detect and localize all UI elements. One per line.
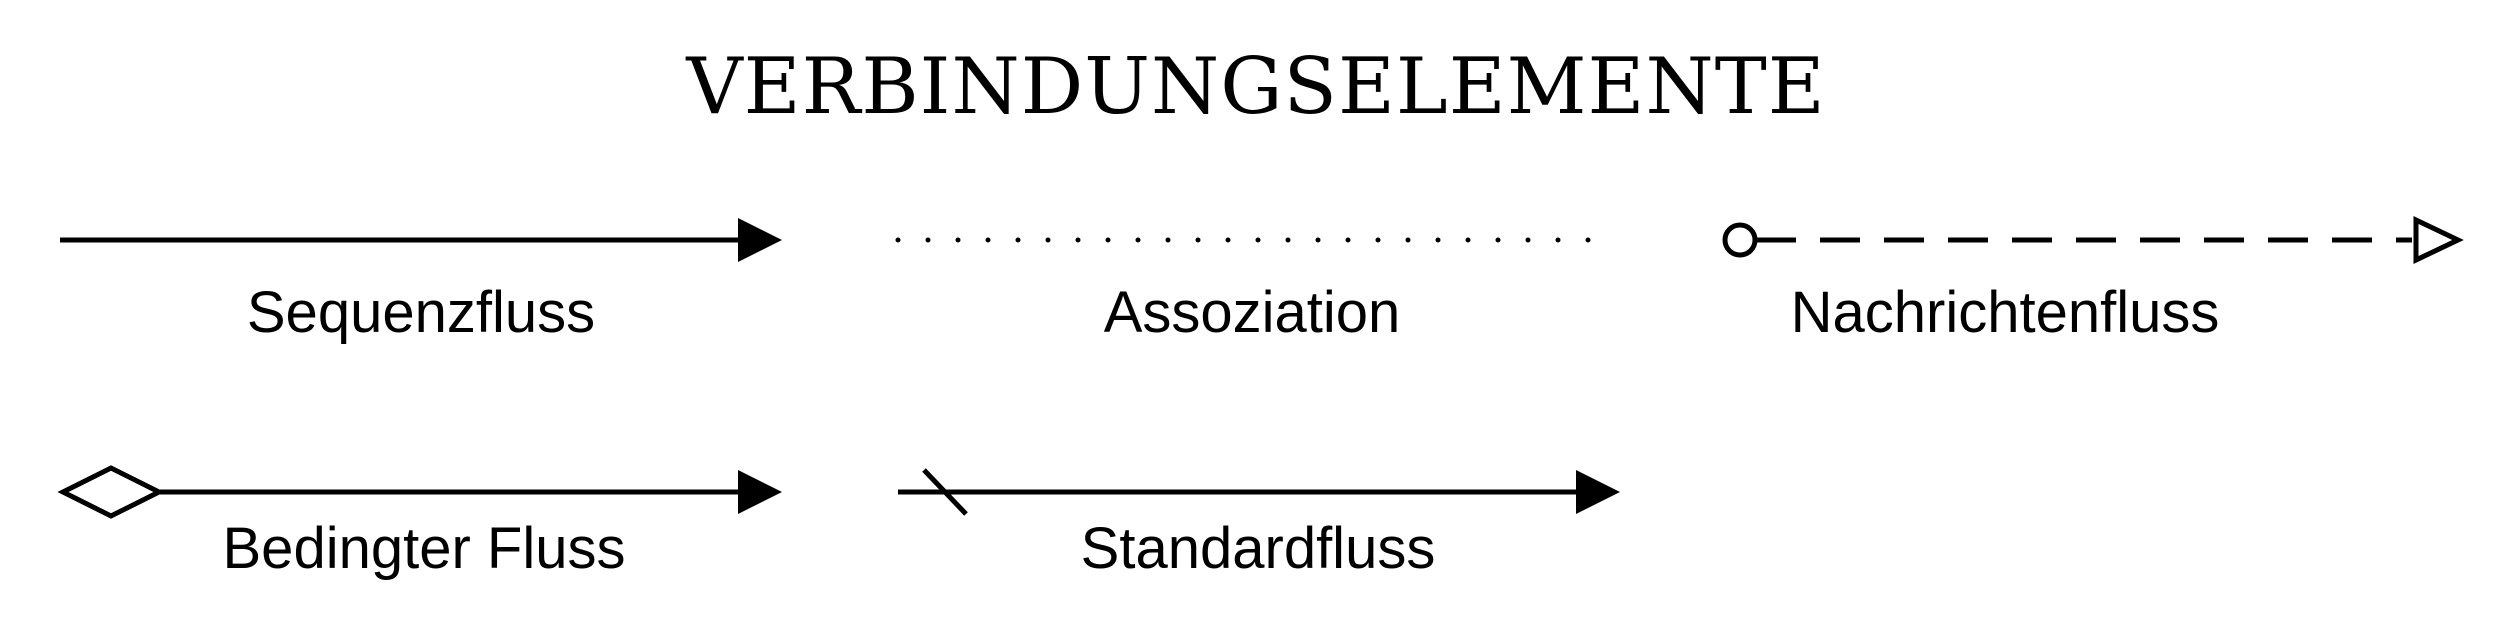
- connector-nachrichtenfluss: Nachrichtenfluss: [1722, 216, 2464, 345]
- open-circle-icon: [1722, 222, 1758, 258]
- diagram-title: VERBINDUNGSELEMENTE: [685, 42, 1825, 132]
- slash-marker-icon: [922, 468, 968, 516]
- open-arrowhead-icon: [2413, 216, 2464, 264]
- connector-bedingter-fluss: Bedingter Fluss: [57, 465, 782, 581]
- connector-label: Sequenzfluss: [247, 280, 595, 345]
- connector-assoziation: Assoziation: [895, 237, 1608, 345]
- connector-label: Bedingter Fluss: [223, 516, 626, 581]
- connector-standardfluss: Standardfluss: [898, 468, 1620, 581]
- filled-arrowhead-icon: [1576, 470, 1620, 514]
- connector-label: Assoziation: [1104, 280, 1401, 345]
- connector-label: Nachrichtenfluss: [1791, 280, 2220, 345]
- filled-arrowhead-icon: [738, 218, 782, 262]
- connector-sequenzfluss: Sequenzfluss: [60, 218, 782, 345]
- filled-arrowhead-icon: [738, 470, 782, 514]
- connector-label: Standardfluss: [1081, 516, 1436, 581]
- open-diamond-icon: [57, 465, 165, 519]
